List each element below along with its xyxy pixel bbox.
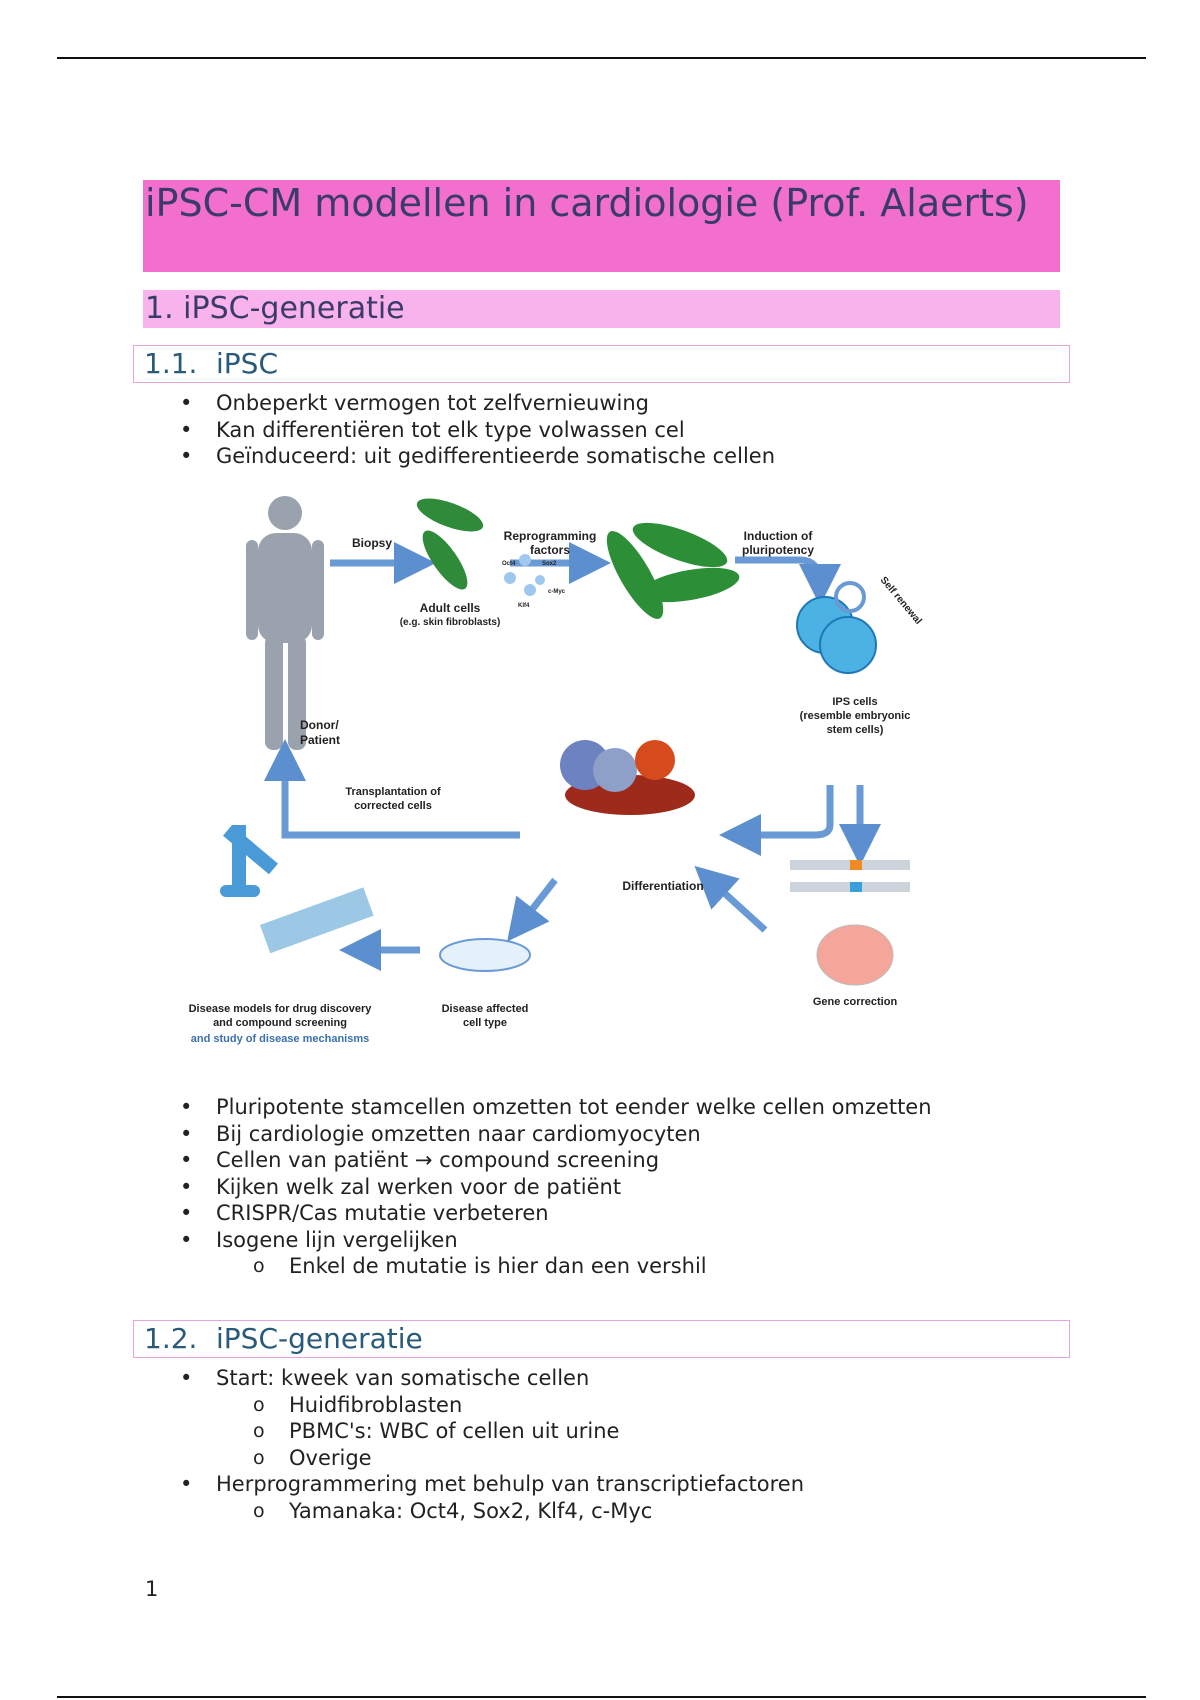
dna-strands xyxy=(790,860,910,892)
figure-label: (e.g. skin fibroblasts) xyxy=(400,617,501,628)
list-item: Bij cardiologie omzetten naar cardiomyoc… xyxy=(180,1121,932,1148)
factor-molecules xyxy=(504,554,545,596)
header-rule xyxy=(57,57,1146,59)
list-item: Cellen van patiënt → compound screening xyxy=(180,1147,932,1174)
figure-label: Reprogramming xyxy=(504,529,597,543)
list-item: Start: kweek van somatische cellen xyxy=(180,1365,804,1392)
list-item: Herprogrammering met behulp van transcri… xyxy=(180,1471,804,1498)
heading-1-2: 1.2. iPSC-generatie xyxy=(133,1320,1070,1358)
list-item: Onbeperkt vermogen tot zelfvernieuwing xyxy=(180,390,775,417)
figure-label: factors xyxy=(530,543,570,557)
heading-label: iPSC xyxy=(216,347,278,380)
heading-1: 1. iPSC-generatie xyxy=(143,290,1060,328)
figure-label: pluripotency xyxy=(742,543,814,557)
list-item: Geïnduceerd: uit gedifferentieerde somat… xyxy=(180,443,775,470)
flow-arrows xyxy=(264,542,881,971)
figure-label: Disease models for drug discovery xyxy=(189,1003,373,1015)
figure-label: Patient xyxy=(300,733,340,747)
heading-number: 1.1. xyxy=(144,347,198,380)
robot-arm-icon xyxy=(220,825,374,954)
figure-label: Sox2 xyxy=(542,561,557,567)
figure-label: IPS cells xyxy=(832,696,877,708)
reprogrammed-cells-icon xyxy=(606,522,740,619)
figure-label: c-Myc xyxy=(548,589,566,595)
self-renewal-arrow xyxy=(834,581,866,613)
adult-cells-icon xyxy=(416,498,484,590)
list-item: Kan differentiëren tot elk type volwasse… xyxy=(180,417,775,444)
page-title: iPSC-CM modellen in cardiologie (Prof. A… xyxy=(143,180,1060,272)
figure-label: stem cells) xyxy=(827,724,884,736)
figure-label: Biopsy xyxy=(352,536,392,550)
differentiated-cells-icon xyxy=(560,740,695,815)
page-number: 1 xyxy=(145,1577,159,1601)
heading-1-1: 1.1. iPSC xyxy=(133,345,1070,383)
figure-label: Induction of xyxy=(744,529,814,543)
petri-dish-corrected xyxy=(816,924,894,986)
petri-dish-affected xyxy=(439,938,531,972)
list-item: Isogene lijn vergelijken xyxy=(180,1227,932,1254)
figure-label: and study of disease mechanisms xyxy=(191,1033,370,1045)
figure-label: Donor/ xyxy=(300,718,339,732)
list-subitem: PBMC's: WBC of cellen uit urine xyxy=(253,1418,804,1445)
figure-label: Transplantation of xyxy=(345,786,441,798)
figure-label: Disease affected xyxy=(442,1003,529,1015)
figure-label: Self renewal xyxy=(878,575,924,627)
heading-label: iPSC-generatie xyxy=(216,1322,423,1355)
figure-label: Oct4 xyxy=(502,561,516,567)
person-silhouette xyxy=(246,496,324,750)
list-item: CRISPR/Cas mutatie verbeteren xyxy=(180,1200,932,1227)
figure-label: cell type xyxy=(463,1017,507,1029)
list-subitem: Overige xyxy=(253,1445,804,1472)
figure-label: Differentiation xyxy=(622,879,703,893)
heading-number: 1.2. xyxy=(144,1322,198,1355)
ipsc-cycle-figure: Donor/ Patient Biopsy Adult cells (e.g. … xyxy=(189,496,924,1045)
bullet-list-generation: Start: kweek van somatische cellen Huidf… xyxy=(0,1365,804,1524)
bullet-list-intro: Onbeperkt vermogen tot zelfvernieuwing K… xyxy=(0,390,775,470)
list-item: Kijken welk zal werken voor de patiënt xyxy=(180,1174,932,1201)
footer-rule xyxy=(57,1696,1146,1698)
figure-label: (resemble embryonic xyxy=(800,710,911,722)
list-subitem: Yamanaka: Oct4, Sox2, Klf4, c-Myc xyxy=(253,1498,804,1525)
figure-label: and compound screening xyxy=(213,1017,347,1029)
figure-label: corrected cells xyxy=(354,800,432,812)
list-subitem: Huidfibroblasten xyxy=(253,1392,804,1419)
figure-label: Gene correction xyxy=(813,996,898,1008)
figure-label: Klf4 xyxy=(518,603,530,609)
ips-cells-icon xyxy=(796,596,877,674)
list-item: Pluripotente stamcellen omzetten tot een… xyxy=(180,1094,932,1121)
bullet-list-figure-notes: Pluripotente stamcellen omzetten tot een… xyxy=(0,1094,932,1280)
figure-label: Adult cells xyxy=(420,601,481,615)
list-subitem: Enkel de mutatie is hier dan een vershil xyxy=(253,1253,932,1280)
